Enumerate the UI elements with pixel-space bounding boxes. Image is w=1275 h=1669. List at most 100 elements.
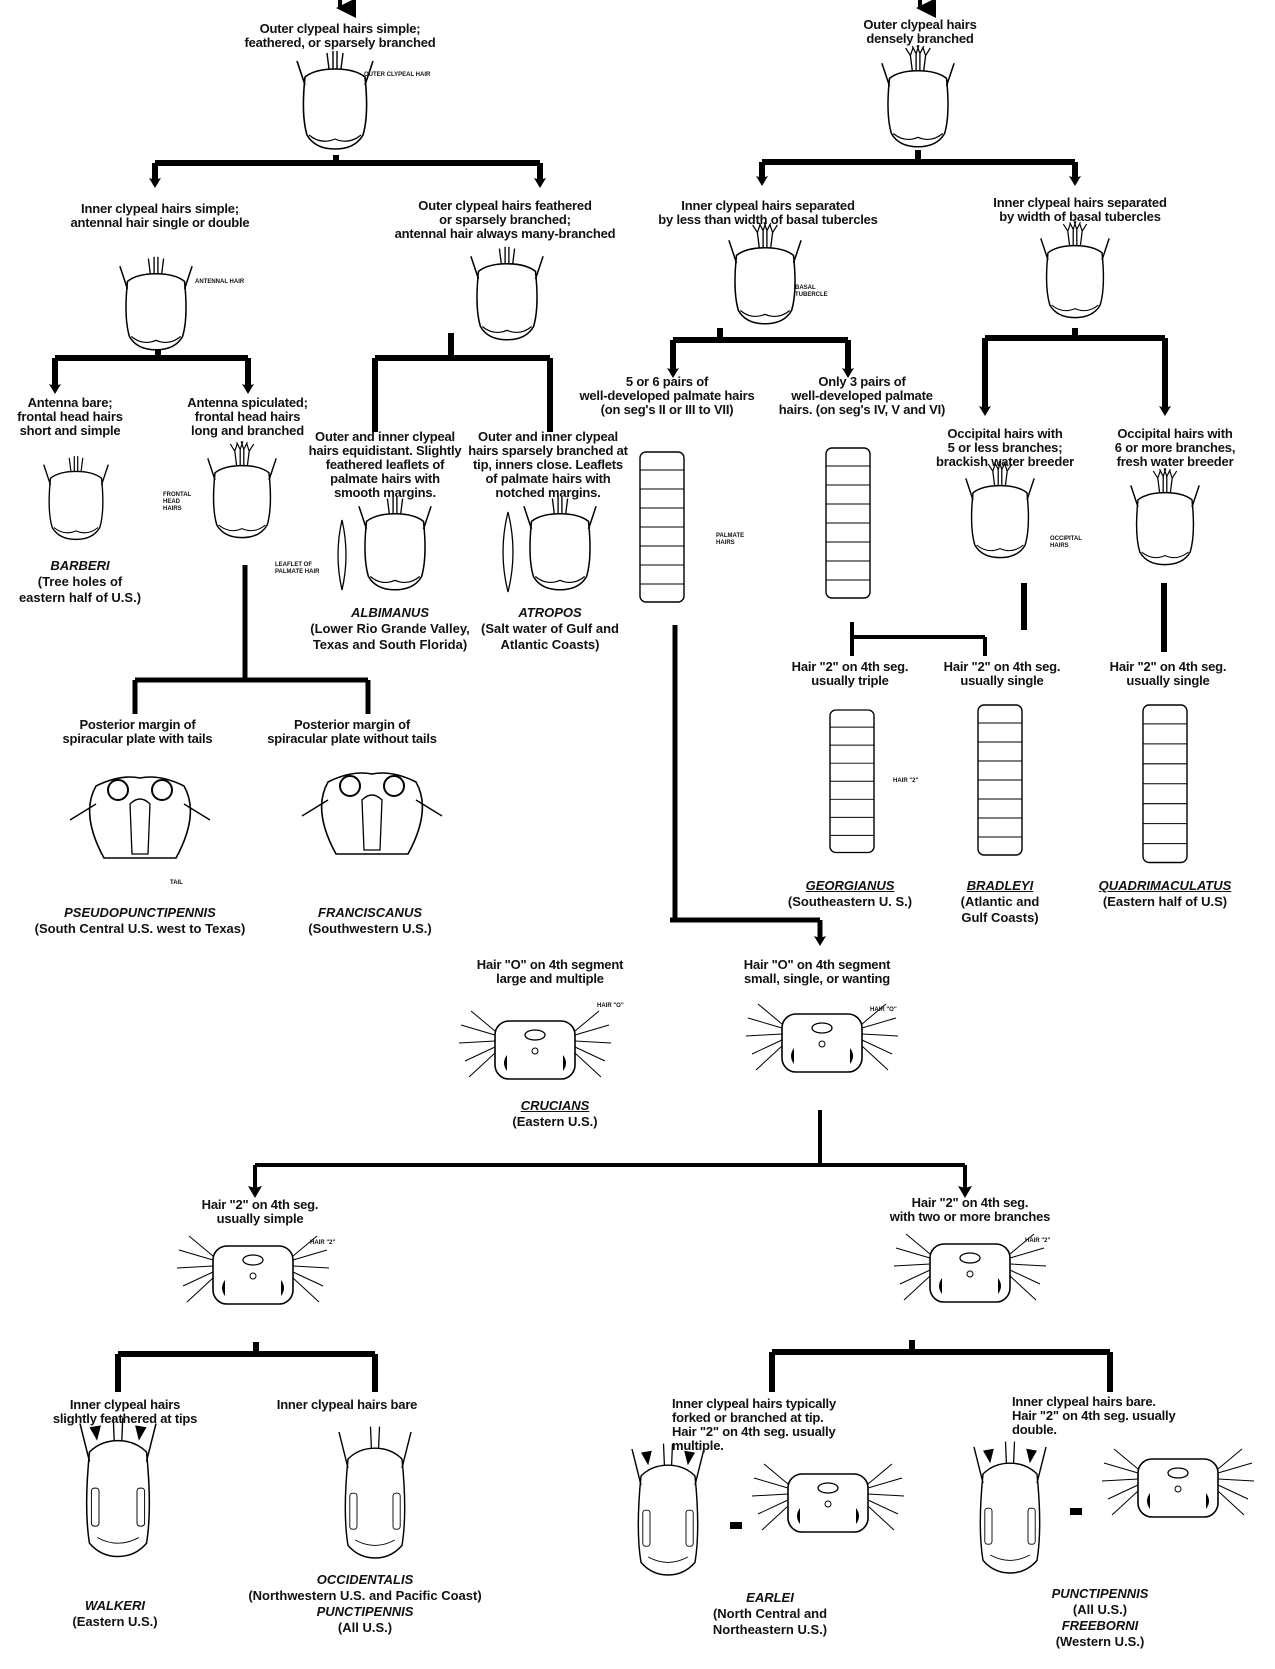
node-inner-forked: Inner clypeal hairs typically forked or … [672,1396,836,1453]
plate-illustration [893,1233,1047,1303]
species-name: GEORGIANUS [805,878,895,893]
species-quadrimaculatus: QUADRIMACULATUS (Eastern half of U.S) [1080,878,1250,910]
species-range: (Atlantic and Gulf Coasts) [960,894,1040,925]
plate-illustration [176,1235,330,1305]
node-antenna-spiculated: Antenna spiculated; frontal head hairs l… [187,395,308,438]
species-range: (Eastern half of U.S) [1102,894,1228,909]
head-illustration [338,1425,412,1559]
node-antenna-bare: Antenna bare; frontal head hairs short a… [17,395,123,438]
node-occipital-five: Occipital hairs with 5 or less branches;… [936,426,1074,469]
species-range: (Northwestern U.S. and Pacific Coast) [248,1588,482,1603]
head-illustration [470,245,544,341]
head-illustration [966,461,1034,557]
species-atropos: ATROPOS (Salt water of Gulf and Atlantic… [465,605,635,653]
plate-illustration [1101,1448,1255,1518]
hair-o-tag: HAIR "O" [597,1003,624,1009]
node-hair2-simple: Hair "2" on 4th seg. usually simple [201,1197,319,1226]
species-franciscanus: FRANCISCANUS (Southwestern U.S.) [280,905,460,937]
occipital-hairs-tag: OCCIPITAL HAIRS [1050,536,1082,549]
species-range: (All U.S.) [337,1620,393,1635]
species-range: (South Central U.S. west to Texas) [34,921,246,936]
node-hair-o-small: Hair "O" on 4th segment small, single, o… [743,957,891,986]
species-bradleyi: BRADLEYI (Atlantic and Gulf Coasts) [935,878,1065,926]
plate-illustration [458,1010,612,1080]
node-hair2-triple: Hair "2" on 4th seg. usually triple [791,659,909,688]
node-with-tails: Posterior margin of spiracular plate wit… [62,717,213,746]
hair-o-tag: HAIR "O" [870,1007,897,1013]
species-name: CRUCIANS [520,1098,590,1113]
species-earlei: EARLEI (North Central and Northeastern U… [690,1590,850,1638]
head-illustration [1041,221,1109,317]
connector-lines [49,0,1171,1392]
leaflet-tag: LEAFLET OF PALMATE HAIR [275,562,320,575]
leaflet-illustration [502,511,514,593]
leaflet-illustration [337,519,347,591]
drawings [43,45,1255,1575]
species-name: FRANCISCANUS [318,905,422,920]
node-outer-clypeal-dense: Outer clypeal hairs densely branched [863,17,977,46]
node-three-pairs: Only 3 pairs of well-developed palmate h… [778,374,946,417]
head-illustration [296,50,374,150]
basal-tubercle-tag: BASAL TUBERCLE [795,285,828,298]
equals-mark [730,1522,742,1529]
node-occipital-six: Occipital hairs with 6 or more branches,… [1114,426,1236,469]
abdomen-illustration [825,447,871,599]
head-illustration [80,1418,156,1557]
species-name: FREEBORNI [1061,1618,1139,1633]
hair-2-tag: HAIR "2" [310,1240,336,1246]
species-range: (Southwestern U.S.) [308,921,432,936]
species-name: QUADRIMACULATUS [1098,878,1232,893]
node-without-tails: Posterior margin of spiracular plate wit… [267,717,437,746]
node-hairs-equidistant: Outer and inner clypeal hairs equidistan… [308,429,462,500]
antennal-hair-tag: ANTENNAL HAIR [195,279,245,285]
abdomen-illustration [639,451,685,603]
node-five-six-pairs: 5 or 6 pairs of well-developed palmate h… [579,374,755,417]
species-name: PUNCTIPENNIS [1051,1586,1149,1601]
species-range: (All U.S.) [1072,1602,1128,1617]
species-name: PSEUDOPUNCTIPENNIS [64,905,216,920]
head-illustration [523,495,597,591]
palmate-hairs-tag: PALMATE HAIRS [716,533,745,546]
node-hair-o-large: Hair "O" on 4th segment large and multip… [476,957,624,986]
species-range: (Eastern U.S.) [512,1114,598,1129]
species-name: WALKERI [85,1598,145,1613]
frontal-head-hairs-tag: FRONTAL HEAD HAIRS [163,492,192,512]
node-outer-clypeal-simple: Outer clypeal hairs simple; feathered, o… [244,21,436,50]
species-range: (North Central and Northeastern U.S.) [712,1606,828,1637]
species-name: ATROPOS [518,605,582,620]
plate-illustration [745,1003,899,1073]
node-inner-feathered: Inner clypeal hairs slightly feathered a… [52,1397,198,1426]
species-range: (Tree holes of eastern half of U.S.) [18,574,142,605]
head-illustration [119,255,193,351]
species-range: (Western U.S.) [1055,1634,1145,1649]
species-barberi: BARBERI (Tree holes of eastern half of U… [0,558,160,606]
head-illustration [358,495,432,591]
outer-clypeal-hair-tag: OUTER CLYPEAL HAIR [364,72,431,78]
species-name: ALBIMANUS [351,605,429,620]
species-name: BRADLEYI [966,878,1034,893]
abdomen-illustration [829,709,875,854]
species-range: (Lower Rio Grande Valley, Texas and Sout… [310,621,470,652]
node-inner-bare-double: Inner clypeal hairs bare. Hair "2" on 4t… [1012,1394,1176,1437]
node-separated-less: Inner clypeal hairs separated by less th… [658,198,878,227]
hair-2-tag: HAIR "2" [893,778,919,784]
node-hair2-single: Hair "2" on 4th seg. usually single [943,659,1061,688]
tail-tag: TAIL [170,880,183,886]
species-occidentalis: OCCIDENTALIS (Northwestern U.S. and Paci… [225,1572,505,1636]
head-illustration [974,1442,1046,1573]
node-hair2-single: Hair "2" on 4th seg. usually single [1109,659,1227,688]
species-crucians: CRUCIANS (Eastern U.S.) [480,1098,630,1130]
species-pseudopunctipennis: PSEUDOPUNCTIPENNIS (South Central U.S. w… [15,905,265,937]
species-range: (Eastern U.S.) [72,1614,158,1629]
species-range: (Southeastern U. S.) [787,894,913,909]
head-illustration [882,45,954,147]
species-name: PUNCTIPENNIS [316,1604,414,1619]
abdomen-illustration [1142,704,1188,864]
node-inner-bare: Inner clypeal hairs bare [276,1397,418,1412]
spiracle-illustration [301,772,443,855]
node-hair2-branches: Hair "2" on 4th seg. with two or more br… [889,1195,1051,1224]
species-name: OCCIDENTALIS [316,1572,414,1587]
node-separated-width: Inner clypeal hairs separated by width o… [993,195,1167,224]
hair-2-tag: HAIR "2" [1025,1238,1051,1244]
head-illustration [1131,468,1199,564]
